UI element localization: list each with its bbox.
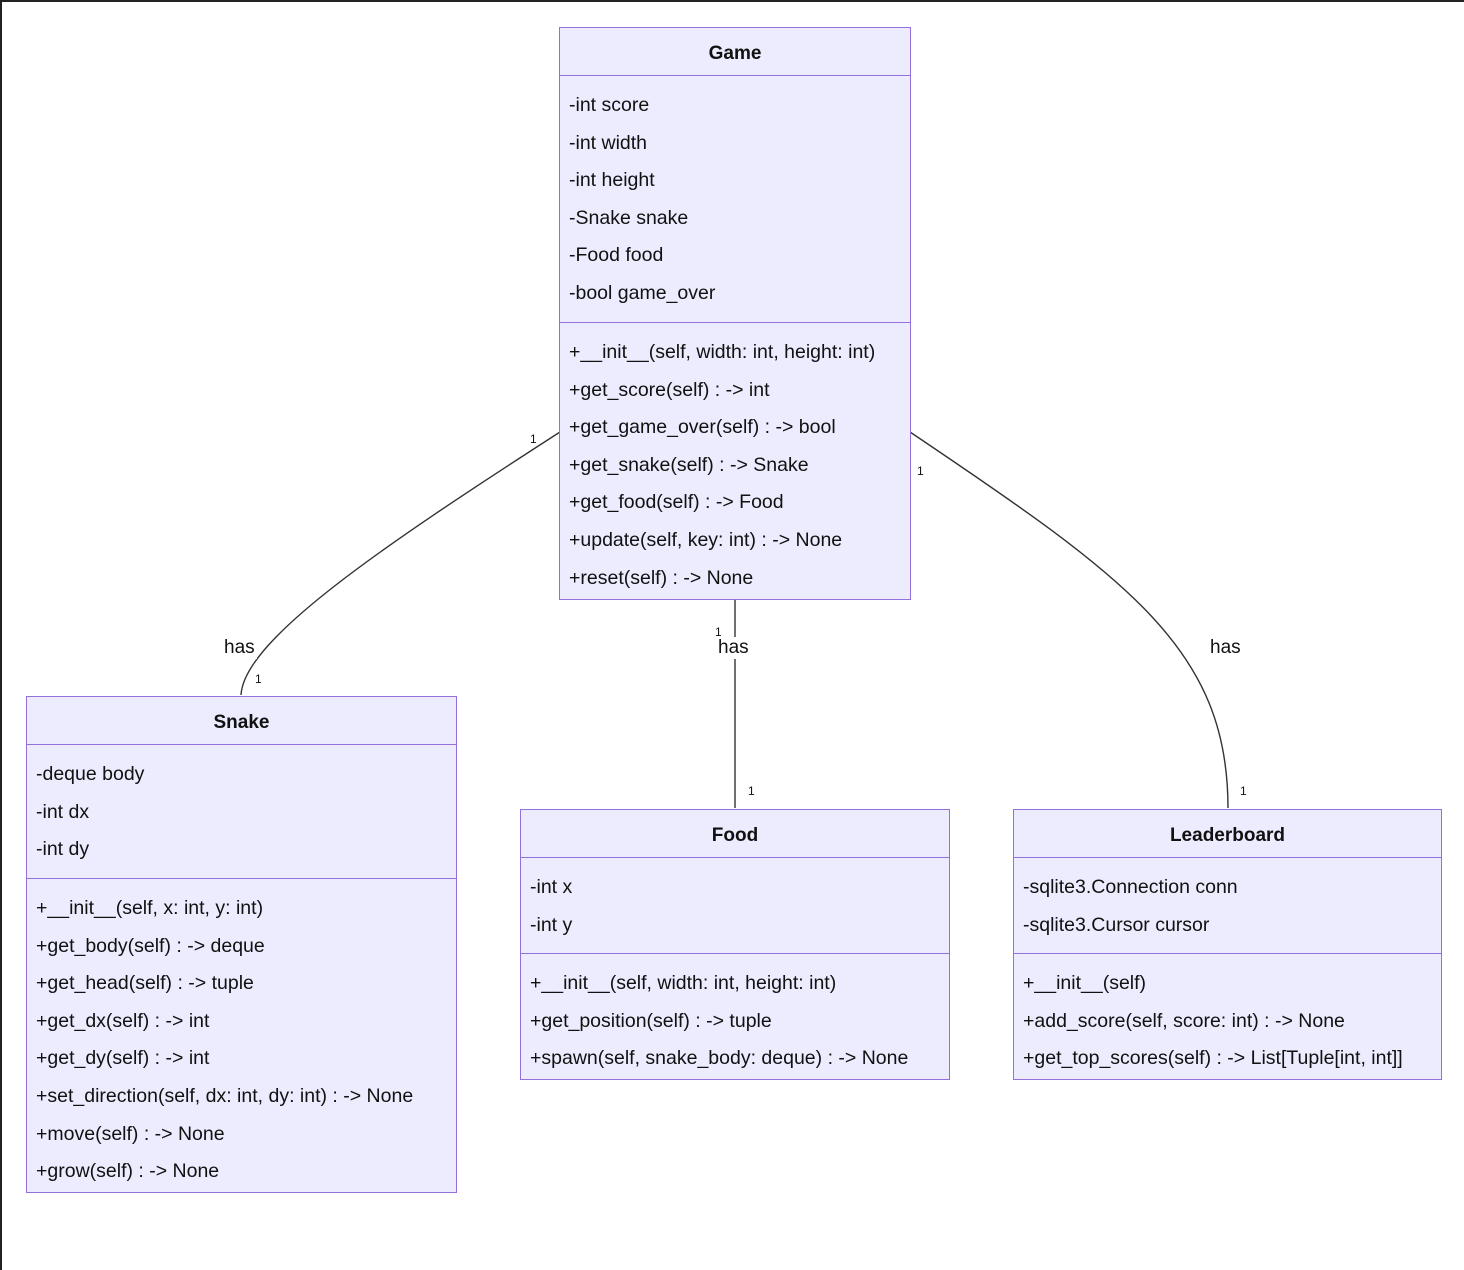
class-snake-attributes: -deque body -int dx -int dy [27, 745, 456, 879]
class-snake-title: Snake [27, 697, 456, 745]
multiplicity-game-snake-target: 1 [255, 672, 262, 686]
attribute: -int score [569, 94, 650, 116]
method: +__init__(self, width: int, height: int) [569, 341, 876, 363]
attribute: -Snake snake [569, 206, 689, 229]
edge-game-snake [240, 431, 561, 696]
method: +set_direction(self, dx: int, dy: int) :… [36, 1084, 414, 1107]
multiplicity-game-leaderboard-source: 1 [917, 464, 924, 478]
method: +__init__(self, x: int, y: int) [36, 897, 264, 919]
attribute: -bool game_over [569, 281, 716, 304]
multiplicity-game-leaderboard-target: 1 [1240, 784, 1247, 798]
multiplicity-game-food-source: 1 [715, 625, 722, 639]
method: +__init__(self) [1023, 972, 1147, 994]
attribute: -deque body [36, 763, 145, 785]
method: +update(self, key: int) : -> None [569, 528, 843, 551]
class-leaderboard-methods: +__init__(self) +add_score(self, score: … [1014, 954, 1441, 1087]
method: +reset(self) : -> None [569, 566, 754, 589]
method: +add_score(self, score: int) : -> None [1023, 1009, 1345, 1032]
method: +spawn(self, snake_body: deque) : -> Non… [530, 1047, 909, 1070]
class-food-attributes: -int x -int y [521, 858, 949, 954]
class-leaderboard[interactable]: Leaderboard -sqlite3.Connection conn -sq… [1013, 809, 1442, 1080]
attribute: -int dx [36, 800, 90, 823]
edge-label-game-leaderboard: has [1208, 637, 1243, 659]
multiplicity-game-snake-source: 1 [530, 432, 537, 446]
attribute: -int width [569, 131, 648, 154]
method: +get_top_scores(self) : -> List[Tuple[in… [1023, 1047, 1403, 1070]
class-game-methods: +__init__(self, width: int, height: int)… [560, 323, 910, 606]
method: +get_head(self) : -> tuple [36, 972, 254, 995]
attribute: -int x [530, 876, 573, 898]
class-leaderboard-title: Leaderboard [1014, 810, 1441, 858]
class-game-title: Game [560, 28, 910, 76]
method: +get_body(self) : -> deque [36, 934, 265, 957]
method: +get_food(self) : -> Food [569, 491, 784, 514]
class-food[interactable]: Food -int x -int y +__init__(self, width… [520, 809, 950, 1080]
class-food-methods: +__init__(self, width: int, height: int)… [521, 954, 949, 1087]
method: +get_dx(self) : -> int [36, 1009, 210, 1032]
class-game[interactable]: Game -int score -int width -int height -… [559, 27, 911, 600]
class-game-attributes: -int score -int width -int height -Snake… [560, 76, 910, 323]
attribute: -int y [530, 913, 573, 936]
attribute: -Food food [569, 244, 664, 267]
attribute: -int dy [36, 838, 90, 861]
method: +get_dy(self) : -> int [36, 1047, 210, 1070]
class-food-title: Food [521, 810, 949, 858]
frame-left-border [0, 0, 2, 1270]
attribute: -int height [569, 169, 655, 192]
method: +get_game_over(self) : -> bool [569, 416, 836, 439]
method: +get_position(self) : -> tuple [530, 1009, 772, 1032]
edge-game-leaderboard [909, 431, 1229, 809]
method: +move(self) : -> None [36, 1122, 225, 1145]
attribute: -sqlite3.Connection conn [1023, 876, 1238, 898]
class-snake[interactable]: Snake -deque body -int dx -int dy +__ini… [26, 696, 457, 1193]
method: +grow(self) : -> None [36, 1160, 220, 1183]
attribute: -sqlite3.Cursor cursor [1023, 913, 1210, 936]
frame-top-border [0, 0, 1464, 2]
method: +__init__(self, width: int, height: int) [530, 972, 837, 994]
method: +get_snake(self) : -> Snake [569, 453, 809, 476]
class-snake-methods: +__init__(self, x: int, y: int) +get_bod… [27, 879, 456, 1200]
multiplicity-game-food-target: 1 [748, 784, 755, 798]
edge-label-game-snake: has [222, 637, 257, 659]
class-leaderboard-attributes: -sqlite3.Connection conn -sqlite3.Cursor… [1014, 858, 1441, 954]
edge-label-game-food: has [716, 637, 751, 659]
method: +get_score(self) : -> int [569, 378, 770, 401]
